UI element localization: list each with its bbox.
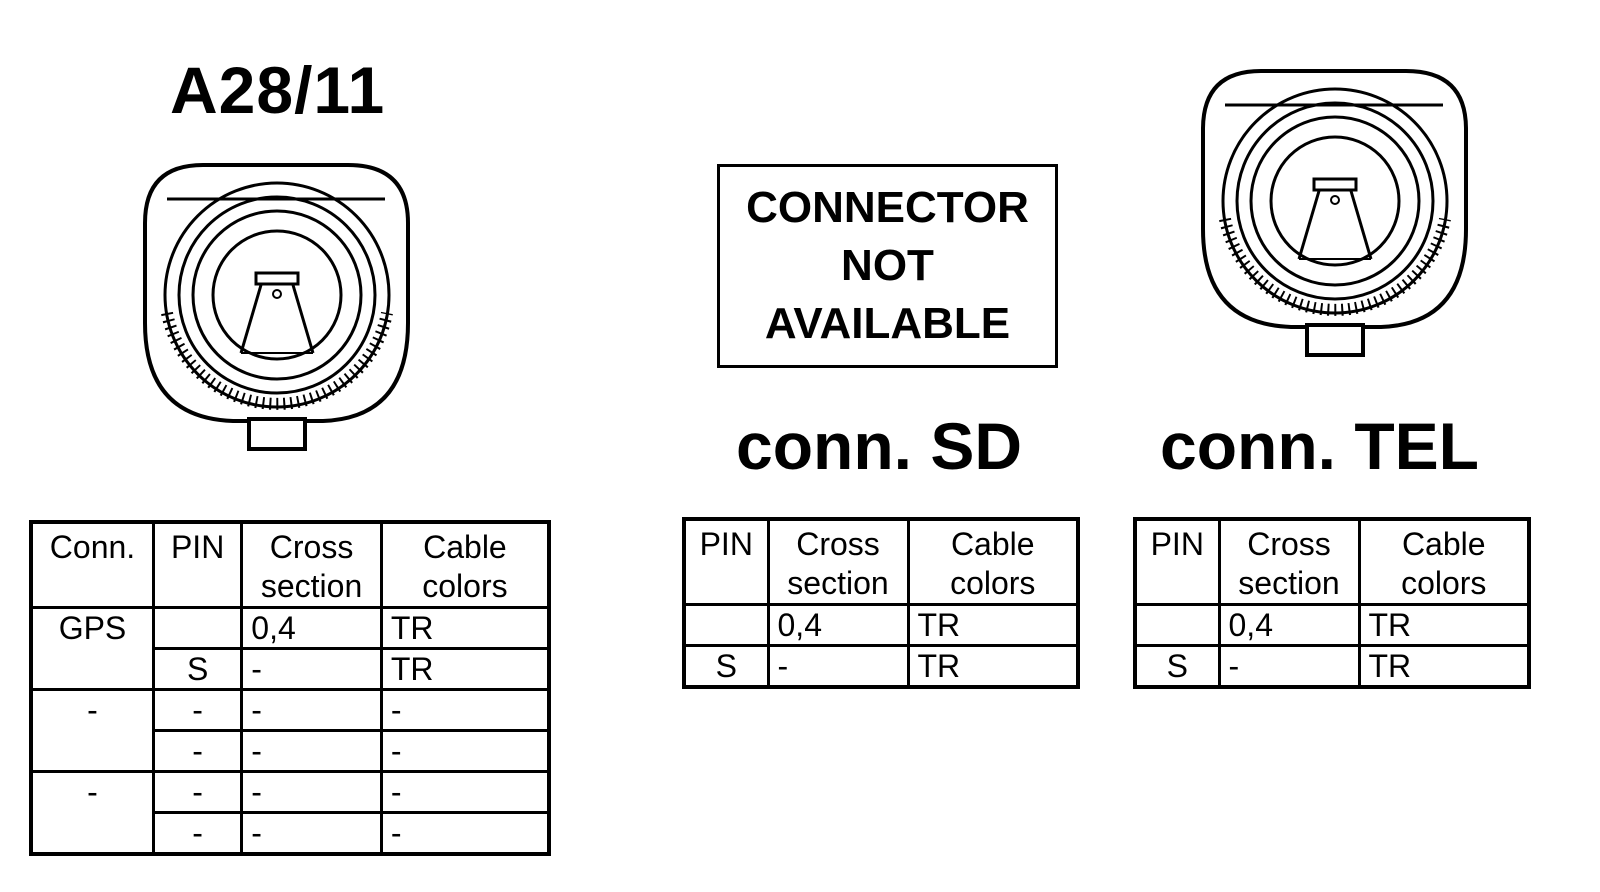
table-header-row: PIN Cross section Cable colors: [1133, 517, 1531, 606]
cell-pin: [682, 603, 770, 647]
cell-pin: S: [682, 644, 770, 689]
header-cross-section: Cross section: [766, 517, 910, 606]
a28-11-title: A28/11: [170, 53, 386, 127]
cell-cross-section: -: [240, 770, 383, 814]
conn-tel-title: conn. TEL: [1160, 409, 1479, 483]
table-header-row: PIN Cross section Cable colors: [682, 517, 1080, 606]
cell-pin: S: [1133, 644, 1221, 689]
table-row: GPS 0,4 TR: [29, 606, 551, 691]
cell-cable-colors: TR: [1357, 644, 1531, 689]
header-cable-colors: Cable colors: [379, 520, 551, 609]
notice-line: CONNECTOR: [746, 183, 1029, 232]
cell-conn: -: [29, 770, 155, 856]
cell-cross-section: -: [240, 729, 383, 773]
cell-cable-colors: -: [379, 811, 551, 856]
header-pin: PIN: [151, 520, 244, 609]
cell-cross-section: -: [240, 811, 383, 856]
cell-cable-colors: TR: [1357, 603, 1531, 647]
cell-conn: -: [29, 688, 155, 773]
cell-cable-colors: TR: [906, 644, 1080, 689]
header-pin: PIN: [682, 517, 770, 606]
header-conn: Conn.: [29, 520, 155, 609]
coaxial-connector-icon: [1201, 69, 1468, 357]
notice-line: AVAILABLE: [764, 299, 1011, 348]
cell-cross-section: -: [240, 647, 383, 691]
cell-cross-section: -: [1217, 644, 1361, 689]
notice-line: NOT: [841, 241, 934, 290]
header-pin: PIN: [1133, 517, 1221, 606]
cell-pin: -: [151, 729, 244, 773]
cell-cross-section: 0,4: [240, 606, 383, 650]
cell-cable-colors: TR: [906, 603, 1080, 647]
cell-cable-colors: -: [379, 688, 551, 732]
header-cable-colors: Cable colors: [906, 517, 1080, 606]
header-cable-colors: Cable colors: [1357, 517, 1531, 606]
cell-cross-section: -: [766, 644, 910, 689]
table-row: - - -: [31, 811, 551, 856]
cell-pin: -: [151, 811, 244, 856]
cell-pin: [1133, 603, 1221, 647]
coaxial-connector-icon: [143, 163, 410, 451]
cell-pin: -: [151, 688, 244, 732]
cell-cable-colors: TR: [379, 606, 551, 650]
table-row: - - - -: [29, 770, 551, 856]
connector-not-available-notice: CONNECTOR NOT AVAILABLE: [717, 164, 1058, 368]
conn-sd-pin-table: PIN Cross section Cable colors 0,4 TR S …: [682, 517, 1080, 689]
table-row: S - TR: [682, 644, 1080, 689]
table-row: S - TR: [1133, 644, 1531, 689]
cell-cable-colors: TR: [379, 647, 551, 691]
table-row: S - TR: [31, 647, 551, 691]
cell-conn: GPS: [29, 606, 155, 691]
cell-pin: -: [151, 770, 244, 814]
table-header-row: Conn. PIN Cross section Cable colors: [29, 520, 551, 609]
cell-cable-colors: -: [379, 770, 551, 814]
table-row: 0,4 TR: [682, 603, 1080, 647]
header-cross-section: Cross section: [240, 520, 383, 609]
a28-11-pin-table: Conn. PIN Cross section Cable colors GPS…: [29, 520, 551, 856]
cell-cable-colors: -: [379, 729, 551, 773]
table-row: - - - -: [29, 688, 551, 773]
cell-cross-section: 0,4: [766, 603, 910, 647]
cell-pin: S: [151, 647, 244, 691]
table-row: - - -: [31, 729, 551, 773]
conn-tel-pin-table: PIN Cross section Cable colors 0,4 TR S …: [1133, 517, 1531, 689]
cell-cross-section: -: [240, 688, 383, 732]
table-row: 0,4 TR: [1133, 603, 1531, 647]
conn-sd-title: conn. SD: [736, 409, 1023, 483]
cell-pin: [151, 606, 244, 650]
header-cross-section: Cross section: [1217, 517, 1361, 606]
cell-cross-section: 0,4: [1217, 603, 1361, 647]
